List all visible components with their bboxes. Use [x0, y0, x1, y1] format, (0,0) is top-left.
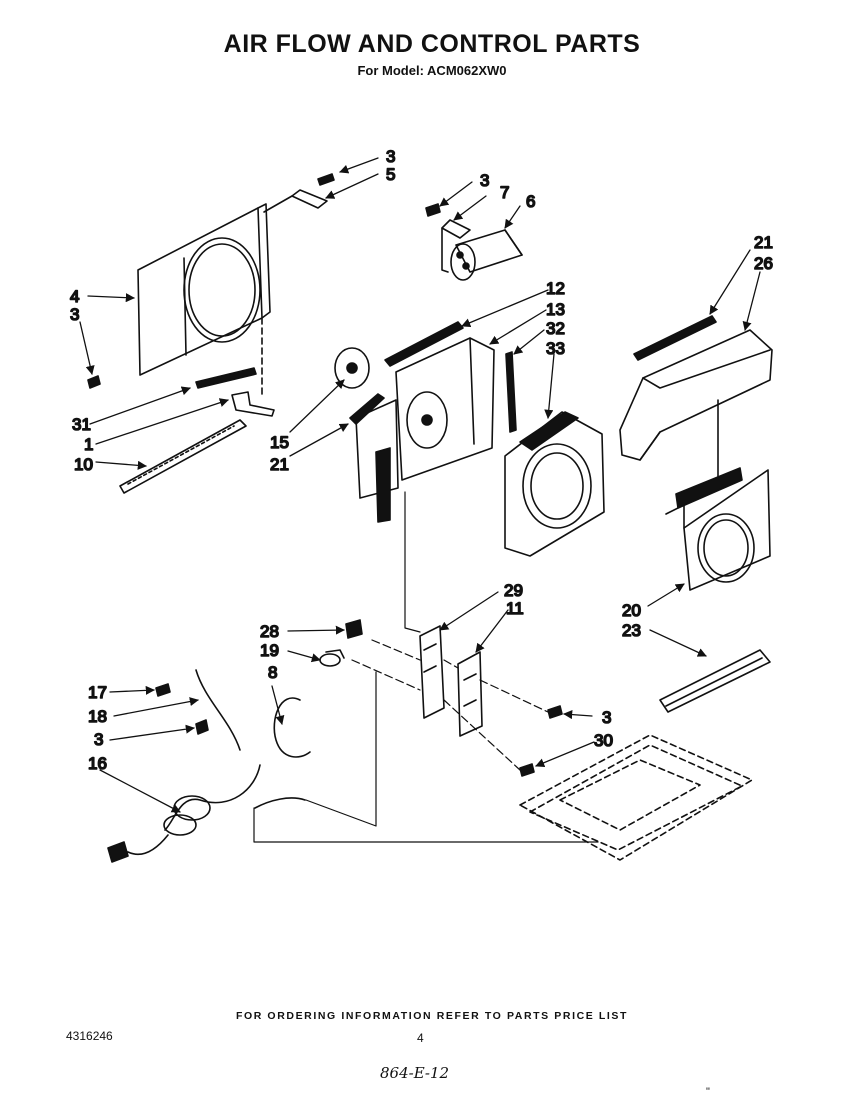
callout-30: 30 [594, 731, 613, 750]
strip-part-31 [195, 367, 257, 389]
callout-13: 13 [546, 300, 565, 319]
callout-21: 21 [754, 233, 773, 252]
bracket-part-1 [231, 391, 275, 417]
air-duct-part-26 [619, 329, 773, 461]
knob-part-19 [319, 649, 345, 667]
callout-17: 17 [88, 683, 107, 702]
front-panel-part-4 [137, 203, 271, 376]
callout-6: 6 [526, 192, 535, 211]
callout-19: 19 [260, 641, 279, 660]
callout-3: 3 [480, 171, 489, 190]
capacitor-part-6 [450, 229, 523, 281]
ordering-info-note: FOR ORDERING INFORMATION REFER TO PARTS … [235, 1010, 629, 1022]
screw-part-3 [317, 173, 335, 186]
corner-mark: " [706, 1086, 710, 1098]
gasket-part-21-right [633, 315, 717, 361]
clip-part-21 [349, 393, 385, 425]
callout-10: 10 [74, 455, 93, 474]
strip-part-32 [505, 351, 517, 433]
callout-3: 3 [386, 147, 395, 166]
screw-part-30 [519, 763, 535, 777]
document-number: 4316246 [66, 1029, 113, 1043]
screw-part-3-top [425, 203, 441, 217]
switch-part-11 [457, 651, 483, 737]
gasket-part-12 [384, 321, 464, 367]
clip-part-5 [263, 189, 328, 213]
page-title: AIR FLOW AND CONTROL PARTS [223, 30, 641, 58]
callout-16: 16 [88, 754, 107, 773]
callout-20: 20 [622, 601, 641, 620]
base-pan-dashed [519, 734, 753, 861]
callout-3: 3 [70, 305, 79, 324]
callout-28: 28 [260, 622, 279, 641]
screw-part-17 [155, 683, 171, 697]
callout-21: 21 [270, 455, 289, 474]
strip-part-10 [119, 419, 247, 494]
leader-arrows [79, 157, 761, 813]
callout-3: 3 [94, 730, 103, 749]
callout-15: 15 [270, 433, 289, 452]
callout-4: 4 [70, 287, 79, 306]
callout-3: 3 [602, 708, 611, 727]
callout-7: 7 [500, 183, 509, 202]
callout-33: 33 [546, 339, 565, 358]
callout-8: 8 [268, 663, 277, 682]
callout-11: 11 [506, 599, 524, 618]
filter-part-23 [659, 649, 771, 713]
callout-18: 18 [88, 707, 107, 726]
callout-1: 1 [84, 435, 93, 454]
callout-32: 32 [546, 319, 565, 338]
fan-shroud-center [355, 337, 495, 523]
callout-31: 31 [72, 415, 91, 434]
wire-harness-part-18 [195, 669, 241, 751]
fan-blade-part-15 [334, 347, 370, 389]
handwritten-code: 864-E-12 [380, 1064, 450, 1082]
page-number: 4 [417, 1031, 424, 1045]
connection-lines [253, 491, 599, 843]
callout-5: 5 [386, 165, 395, 184]
callout-23: 23 [622, 621, 641, 640]
wire-part-8 [273, 697, 311, 758]
callout-12: 12 [546, 279, 565, 298]
blower-housing-part-33 [504, 411, 605, 557]
callout-26: 26 [754, 254, 773, 273]
screw-part-3-right [547, 705, 563, 719]
screw-part-3-left [87, 375, 101, 389]
control-bracket-part-29 [419, 625, 445, 719]
thermostat-part-28 [345, 619, 363, 639]
power-cord-part-16 [107, 764, 306, 863]
callout-labels: 3 5 3 7 6 21 26 4 3 12 13 32 33 31 1 15 … [69, 146, 774, 774]
screw-part-3-harness [195, 719, 209, 735]
grille-panel-part-20 [665, 467, 771, 591]
model-subtitle: For Model: ACM062XW0 [357, 63, 507, 78]
callout-29: 29 [504, 581, 523, 600]
bracket-part-7 [441, 219, 471, 273]
